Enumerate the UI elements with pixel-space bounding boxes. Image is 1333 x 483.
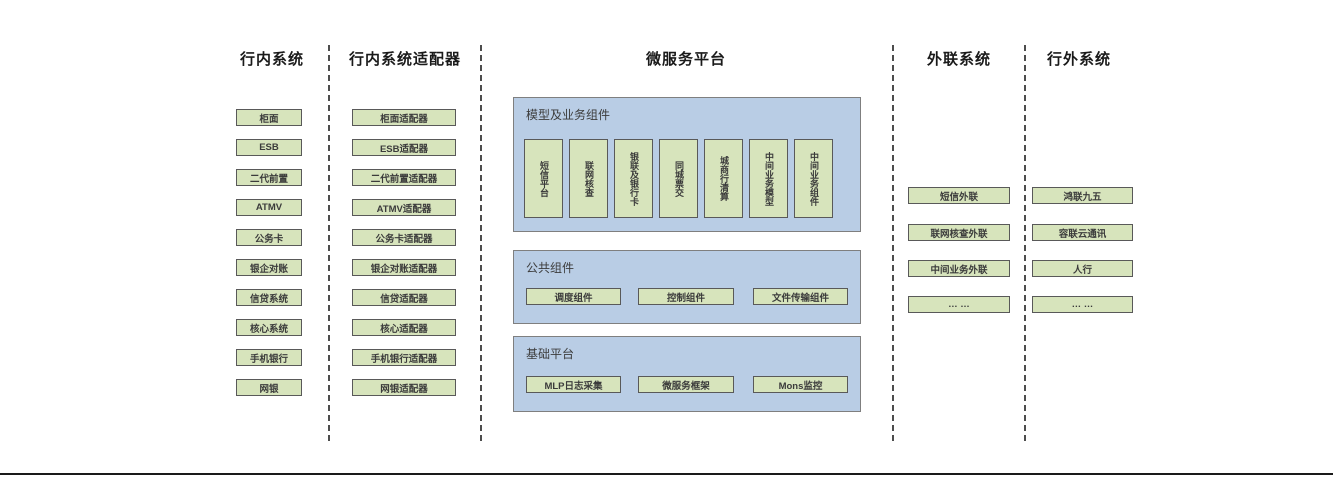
system-box-erdai-qianzhi: 二代前置 [236,169,302,186]
panel-title-model: 模型及业务组件 [526,108,611,122]
column-title-internal-systems: 行内系统 [239,51,304,68]
component-box-file-transfer: 文件传输组件 [753,288,848,305]
component-box-network-verify: 联网核查 [569,139,608,218]
system-box-shouji-yinhang: 手机银行 [236,349,302,366]
adapter-box-atmv: ATMV适配器 [352,199,456,216]
system-box-wangyin: 网银 [236,379,302,396]
extlink-box-ellipsis: … … [908,296,1010,313]
adapter-box-wangyin: 网银适配器 [352,379,456,396]
outside-box-honglian-jiuwu: 鸿联九五 [1032,187,1133,204]
component-box-microservice-framework: 微服务框架 [638,376,734,393]
dashed-separator-3 [892,45,894,441]
component-box-city-bank-clearing: 城商行清算 [704,139,743,218]
component-box-sms-platform: 短信平台 [524,139,563,218]
adapter-box-shouji-yinhang: 手机银行适配器 [352,349,456,366]
panel-title-base: 基础平台 [526,347,575,361]
adapter-box-erdai-qianzhi: 二代前置适配器 [352,169,456,186]
column-title-internal-adapters: 行内系统适配器 [348,51,461,68]
panel-title-common: 公共组件 [526,261,575,275]
outside-box-pboc: 人行 [1032,260,1133,277]
component-box-scheduler: 调度组件 [526,288,621,305]
dashed-separator-2 [480,45,482,441]
outside-box-ronglian-cloud: 容联云通讯 [1032,224,1133,241]
dashed-separator-4 [1024,45,1026,441]
adapter-box-yinqi-duizhang: 银企对账适配器 [352,259,456,276]
column-title-microservice-platform: 微服务平台 [645,51,726,68]
component-box-mons-monitor: Mons监控 [753,376,848,393]
extlink-box-sms: 短信外联 [908,187,1010,204]
component-box-intermediate-business-component: 中间业务组件 [794,139,833,218]
panel-base-platform: 基础平台 MLP日志采集 微服务框架 Mons监控 [513,336,861,412]
adapter-box-gongwuka: 公务卡适配器 [352,229,456,246]
panel-common-components: 公共组件 调度组件 控制组件 文件传输组件 [513,250,861,324]
component-box-control: 控制组件 [638,288,734,305]
bottom-divider-line [0,473,1333,475]
system-box-atmv: ATMV [236,199,302,216]
column-title-outside-systems: 行外系统 [1046,51,1111,68]
column-title-external-link-systems: 外联系统 [926,51,991,68]
extlink-box-network-verify: 联网核查外联 [908,224,1010,241]
system-box-yinqi-duizhang: 银企对账 [236,259,302,276]
adapter-box-guimian: 柜面适配器 [352,109,456,126]
component-box-mlp-log-collect: MLP日志采集 [526,376,621,393]
adapter-box-hexin: 核心适配器 [352,319,456,336]
adapter-box-xindai: 信贷适配器 [352,289,456,306]
outside-box-ellipsis: … … [1032,296,1133,313]
adapter-box-esb: ESB适配器 [352,139,456,156]
panel-model-business-components: 模型及业务组件 短信平台 联网核查 银联及银行卡 同城票交 城商行清算 中间业务… [513,97,861,232]
extlink-box-intermediate-business: 中间业务外联 [908,260,1010,277]
component-box-intermediate-business-model: 中间业务模型 [749,139,788,218]
system-box-xindai: 信贷系统 [236,289,302,306]
system-box-hexin: 核心系统 [236,319,302,336]
component-box-unionpay-bankcard: 银联及银行卡 [614,139,653,218]
system-box-guimian: 柜面 [236,109,302,126]
dashed-separator-1 [328,45,330,441]
component-box-city-bill-exchange: 同城票交 [659,139,698,218]
system-box-esb: ESB [236,139,302,156]
system-box-gongwuka: 公务卡 [236,229,302,246]
